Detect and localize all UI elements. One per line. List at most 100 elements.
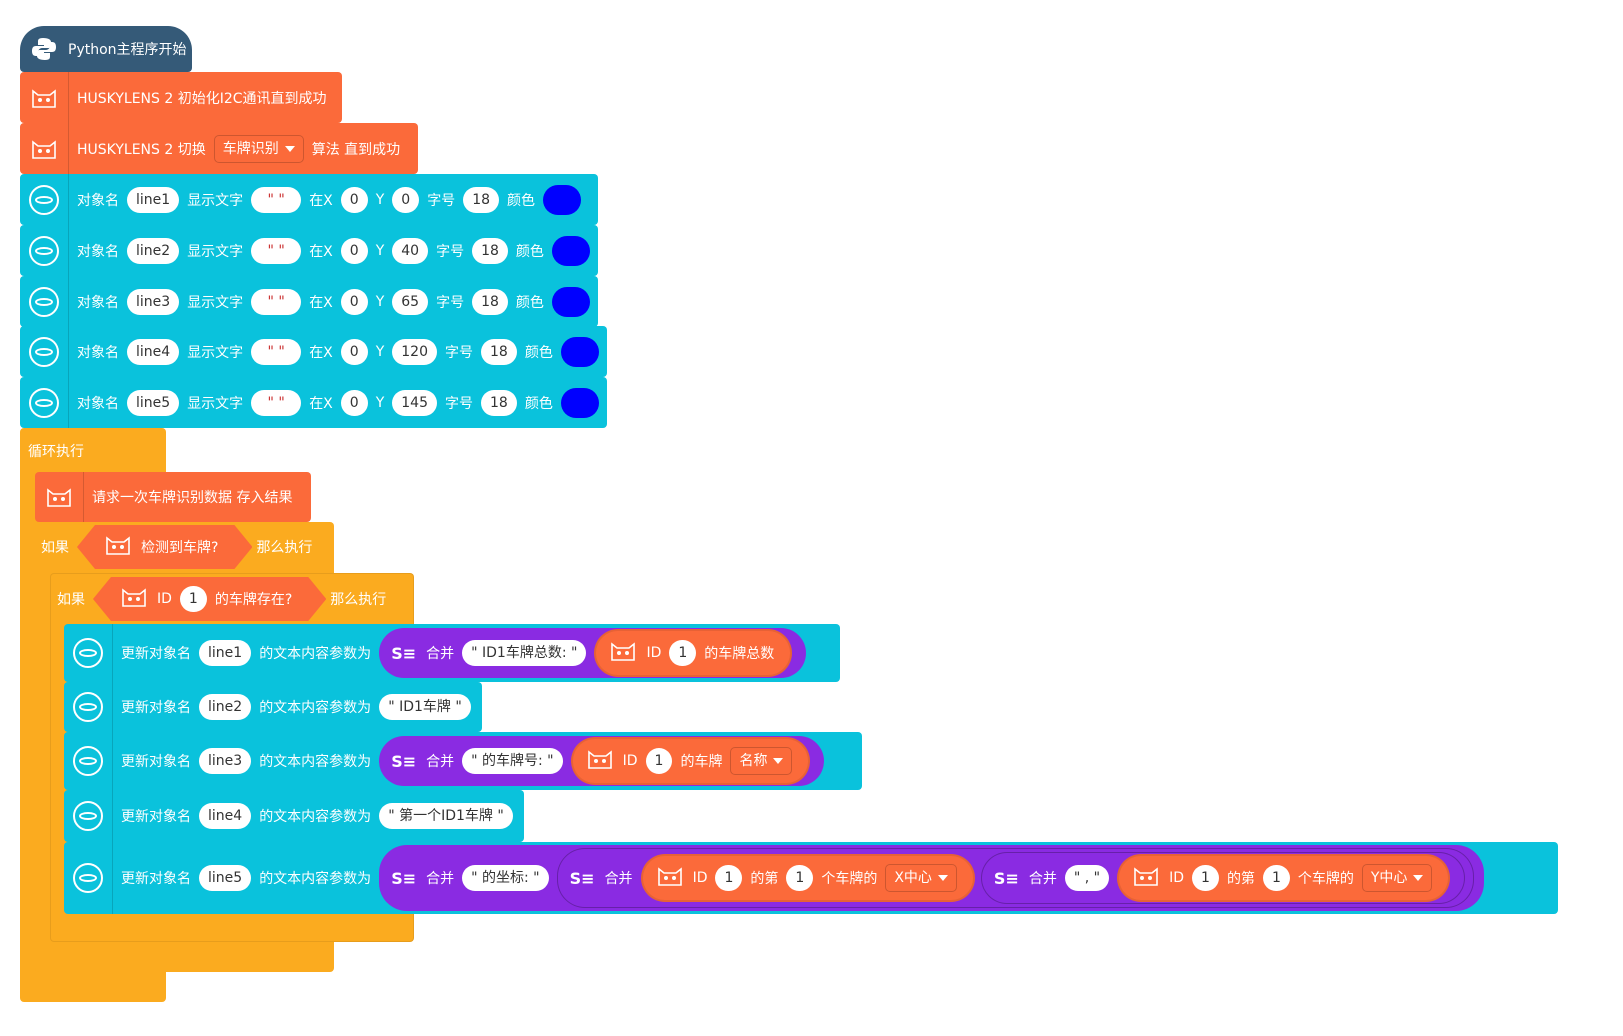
- python-start-block[interactable]: Python主程序开始: [20, 26, 192, 72]
- id-input[interactable]: 1: [1192, 865, 1219, 891]
- x-input[interactable]: 0: [340, 389, 368, 416]
- merge-label: 合并: [426, 871, 455, 887]
- update-prefix: 更新对象名: [121, 700, 191, 716]
- update-block-line3[interactable]: 更新对象名 line3 的文本内容参数为 S≡ 合并 " 的车牌号: " ID …: [64, 732, 862, 790]
- update-mid: 的文本内容参数为: [259, 871, 372, 887]
- x-input[interactable]: 0: [340, 338, 368, 365]
- huskylens-switch-block[interactable]: HUSKYLENS 2 切换 车牌识别 算法 直到成功: [20, 123, 418, 174]
- plate-name-reporter[interactable]: ID 1 的车牌 名称: [570, 737, 811, 785]
- huskylens-icon: [1131, 861, 1161, 895]
- object-name-input[interactable]: line5: [127, 389, 180, 416]
- font-size-input[interactable]: 18: [481, 389, 517, 416]
- id-input[interactable]: 1: [715, 865, 743, 891]
- id-input[interactable]: 1: [645, 748, 673, 774]
- color-swatch[interactable]: [543, 184, 582, 215]
- text-input[interactable]: " ": [251, 186, 302, 213]
- font-size-input[interactable]: 18: [472, 288, 508, 315]
- color-swatch[interactable]: [551, 235, 590, 266]
- huskylens-icon: [20, 123, 68, 174]
- font-size-input[interactable]: 18: [481, 338, 517, 365]
- huskylens-init-block[interactable]: HUSKYLENS 2 初始化I2C通讯直到成功: [20, 72, 342, 123]
- then-label: 那么执行: [330, 592, 387, 608]
- merge-block[interactable]: S≡ 合并 " ID1车牌总数: " ID 1 的车牌总数: [379, 628, 807, 678]
- x-center-reporter[interactable]: ID 1 的第 1 个车牌的 X中心: [640, 854, 975, 902]
- total-count-reporter[interactable]: ID 1 的车牌总数: [594, 629, 793, 677]
- loop-label: 循环执行: [28, 444, 84, 460]
- x-input[interactable]: 0: [340, 237, 368, 264]
- update-block-line5[interactable]: 更新对象名 line5 的文本内容参数为 S≡ 合并 " 的坐标: " S≡ 合…: [64, 842, 1558, 914]
- update-block-line2[interactable]: 更新对象名 line2 的文本内容参数为 " ID1车牌 ": [64, 682, 482, 732]
- id-label: ID: [157, 591, 172, 607]
- detected-condition[interactable]: 检测到车牌?: [77, 525, 252, 569]
- plate-field-value: 名称: [739, 753, 768, 769]
- color-swatch[interactable]: [551, 286, 590, 317]
- x-input[interactable]: 0: [340, 186, 368, 213]
- update-block-line1[interactable]: 更新对象名 line1 的文本内容参数为 S≡ 合并 " ID1车牌总数: " …: [64, 624, 840, 682]
- huskylens-icon: [103, 530, 133, 564]
- if-label: 如果: [41, 540, 69, 556]
- text-input[interactable]: " 第一个ID1车牌 ": [379, 803, 513, 829]
- x-field-dropdown[interactable]: X中心: [885, 864, 957, 892]
- y-input[interactable]: 0: [392, 186, 420, 213]
- object-name-input[interactable]: line1: [199, 640, 252, 666]
- color-label: 颜色: [507, 192, 536, 209]
- y-field-dropdown[interactable]: Y中心: [1361, 864, 1433, 892]
- nth-input[interactable]: 1: [1262, 865, 1290, 891]
- id-input[interactable]: 1: [180, 586, 207, 612]
- font-size-input[interactable]: 18: [472, 237, 508, 264]
- merge-block-inner2[interactable]: S≡ 合并 " , " ID 1 的第 1 个车牌的 Y中心: [980, 852, 1466, 904]
- object-name-input[interactable]: line1: [127, 186, 180, 213]
- x-input[interactable]: 0: [340, 288, 368, 315]
- x-field-value: X中心: [894, 870, 932, 886]
- object-name-input[interactable]: line3: [199, 748, 252, 774]
- id-exists-condition[interactable]: ID 1 的车牌存在?: [93, 577, 326, 621]
- display-text-label: 显示文字: [187, 192, 244, 209]
- id-input[interactable]: 1: [669, 640, 697, 666]
- string-input[interactable]: " , ": [1064, 865, 1110, 891]
- merge-block[interactable]: S≡ 合并 " 的车牌号: " ID 1 的车牌 名称: [379, 736, 825, 786]
- update-block-line4[interactable]: 更新对象名 line4 的文本内容参数为 " 第一个ID1车牌 ": [64, 790, 524, 842]
- object-name-input[interactable]: line4: [199, 803, 252, 829]
- update-mid: 的文本内容参数为: [259, 754, 372, 770]
- font-size-input[interactable]: 18: [463, 186, 500, 213]
- display-text-label: 显示文字: [187, 395, 244, 412]
- switch-prefix: HUSKYLENS 2 切换: [77, 141, 206, 158]
- y-center-reporter[interactable]: ID 1 的第 1 个车牌的 Y中心: [1117, 854, 1451, 902]
- algorithm-dropdown[interactable]: 车牌识别: [213, 134, 304, 163]
- text-input[interactable]: " ": [251, 237, 302, 264]
- merge-block[interactable]: S≡ 合并 " 的坐标: " S≡ 合并 ID 1 的第 1 个车牌的 X中心 …: [379, 845, 1485, 911]
- color-label: 颜色: [524, 344, 553, 361]
- nth-input[interactable]: 1: [786, 865, 814, 891]
- y-input[interactable]: 120: [392, 338, 437, 365]
- if-label: 如果: [57, 592, 85, 608]
- update-prefix: 更新对象名: [121, 646, 191, 662]
- object-name-input[interactable]: line2: [127, 237, 180, 264]
- y-input[interactable]: 40: [392, 237, 429, 264]
- string-input[interactable]: " 的坐标: ": [462, 865, 549, 891]
- y-input[interactable]: 145: [392, 389, 437, 416]
- color-swatch[interactable]: [560, 387, 599, 418]
- y-input[interactable]: 65: [392, 288, 429, 315]
- text-input[interactable]: " ": [251, 288, 302, 315]
- merge-block-inner[interactable]: S≡ 合并 ID 1 的第 1 个车牌的 X中心 S≡ 合并 " , ": [556, 848, 1475, 908]
- text-input[interactable]: " ": [251, 338, 302, 365]
- string-input[interactable]: " ID1车牌总数: ": [462, 640, 587, 666]
- text-input[interactable]: " ID1车牌 ": [379, 694, 471, 720]
- text-input[interactable]: " ": [251, 389, 302, 416]
- object-name-input[interactable]: line5: [199, 865, 252, 891]
- request-block[interactable]: 请求一次车牌识别数据 存入结果: [35, 472, 311, 522]
- string-input[interactable]: " 的车牌号: ": [462, 748, 563, 774]
- color-swatch[interactable]: [560, 336, 599, 367]
- color-label: 颜色: [515, 294, 544, 311]
- object-name-input[interactable]: line2: [199, 694, 252, 720]
- object-name-label: 对象名: [77, 243, 119, 260]
- object-name-input[interactable]: line3: [127, 288, 180, 315]
- plate-field-dropdown[interactable]: 名称: [730, 747, 793, 775]
- string-icon: S≡: [391, 751, 417, 771]
- object-name-input[interactable]: line4: [127, 338, 180, 365]
